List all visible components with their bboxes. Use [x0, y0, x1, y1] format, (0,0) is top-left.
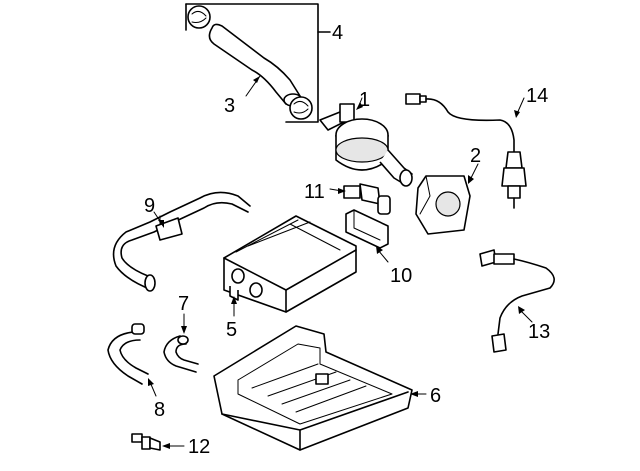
callout-2: 2 — [470, 145, 481, 167]
part-6-shield — [213, 325, 427, 451]
callout-13: 13 — [528, 321, 550, 343]
callout-12: 12 — [188, 436, 210, 458]
callout-1: 1 — [359, 89, 370, 111]
part-10-connector — [345, 209, 389, 263]
part-2-bracket — [415, 163, 479, 235]
callout-10: 10 — [390, 265, 412, 287]
part-11-vacuum-valve — [329, 183, 391, 215]
callout-8: 8 — [154, 399, 165, 421]
part-1-purge-valve — [319, 97, 413, 187]
part-8-elbow-hose — [107, 323, 157, 397]
callout-6: 6 — [430, 385, 441, 407]
part-14-oxygen-sensor — [405, 93, 527, 209]
part-9-hose — [112, 191, 251, 292]
part-13-oxygen-sensor — [479, 249, 555, 353]
part-3-hose-kit — [185, 3, 331, 123]
hose-clamp-top — [187, 5, 211, 29]
part-5-canister — [223, 215, 357, 317]
part-12-fitting — [131, 433, 185, 451]
callout-3: 3 — [224, 95, 235, 117]
callout-11: 11 — [304, 181, 325, 203]
callout-5: 5 — [226, 319, 237, 341]
kit-box-outline — [185, 3, 319, 123]
part-7-elbow-hose — [163, 313, 199, 373]
hose-clamp-bottom — [289, 96, 313, 120]
hose-body — [208, 23, 301, 105]
callout-7: 7 — [178, 293, 189, 315]
callout-14: 14 — [526, 85, 548, 107]
callout-9: 9 — [144, 195, 155, 217]
callout-4: 4 — [332, 22, 343, 44]
